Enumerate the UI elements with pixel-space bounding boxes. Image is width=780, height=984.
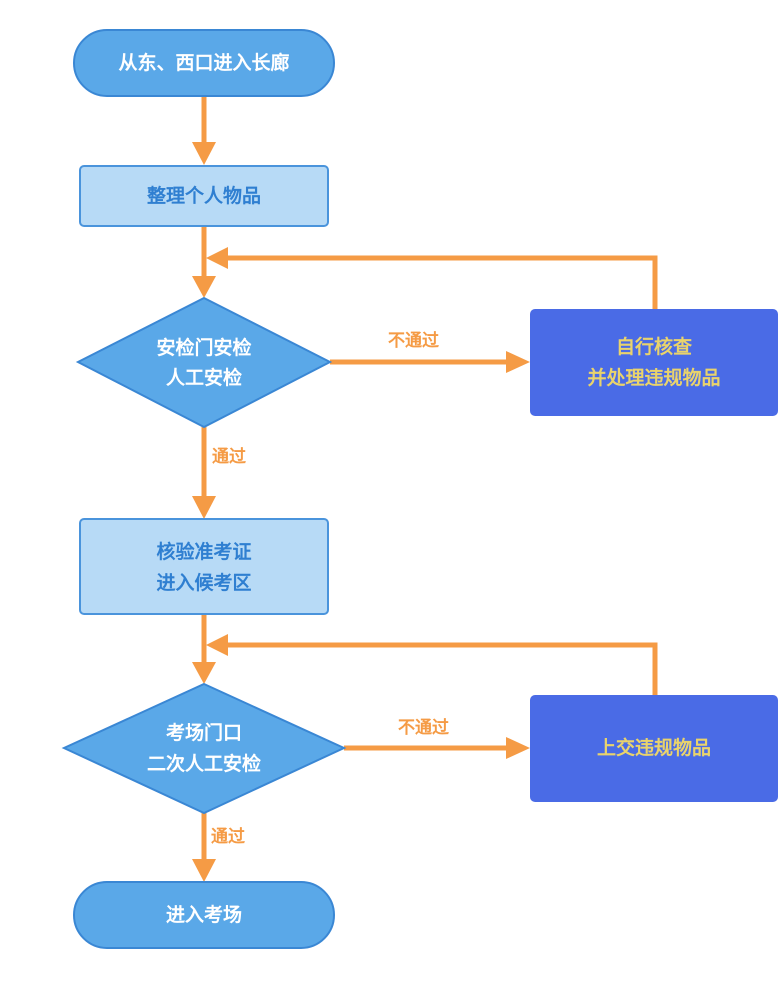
node-organize: 整理个人物品 [79,165,329,227]
edge-label-fail-2: 不通过 [398,718,449,738]
node-check1-line2: 人工安检 [166,366,242,389]
edge-start-to-organize [192,96,216,165]
node-verify: 核验准考证 进入候考区 [79,518,329,615]
node-end: 进入考场 [73,881,335,949]
node-check1-line1: 安检门安检 [156,336,251,359]
arrowhead-icon [506,737,530,759]
edge-check1-to-fix1: 不通过 [330,331,530,373]
edge-label-pass-2: 通过 [211,827,245,847]
edge-fix1-to-check1 [206,247,658,309]
node-start: 从东、西口进入长廊 [73,29,335,97]
arrowhead-icon [206,634,228,656]
nodes: 从东、西口进入长廊 整理个人物品 安检门安检 人工安检 自行核查 并处理违规物品… [61,29,778,949]
edge-check2-to-end: 通过 [192,813,245,882]
node-check1: 安检门安检 人工安检 [75,296,333,429]
node-fix1-line2: 并处理违规物品 [587,366,720,389]
arrowhead-icon [206,247,228,269]
node-verify-line1: 核验准考证 [156,540,251,563]
node-fix2-label: 上交违规物品 [597,736,711,759]
node-end-label: 进入考场 [166,904,242,926]
arrowhead-icon [192,662,216,684]
arrowhead-icon [192,276,216,298]
node-fix1-line1: 自行核查 [616,335,693,358]
arrowhead-icon [192,496,216,519]
node-fix1: 自行核查 并处理违规物品 [530,309,778,416]
node-start-label: 从东、西口进入长廊 [118,51,289,74]
node-verify-line2: 进入候考区 [156,571,251,594]
edge-verify-to-check2 [192,614,216,684]
edge-label-fail-1: 不通过 [388,331,439,351]
arrowhead-icon [192,142,216,165]
node-check2-line1: 考场门口 [166,721,242,744]
node-check2: 考场门口 二次人工安检 [61,682,347,815]
edge-check2-to-fix2: 不通过 [344,718,530,759]
arrowhead-icon [192,859,216,882]
node-fix2: 上交违规物品 [530,695,778,802]
edge-check1-to-verify: 通过 [192,427,246,519]
edge-label-pass-1: 通过 [212,447,246,467]
arrowhead-icon [506,351,530,373]
edge-organize-to-check1 [192,226,216,298]
edges: 不通过 通过 不通过 通过 [192,96,658,882]
edge-fix2-to-check2 [206,634,658,695]
node-check2-line2: 二次人工安检 [147,752,261,775]
node-organize-label: 整理个人物品 [147,184,261,207]
